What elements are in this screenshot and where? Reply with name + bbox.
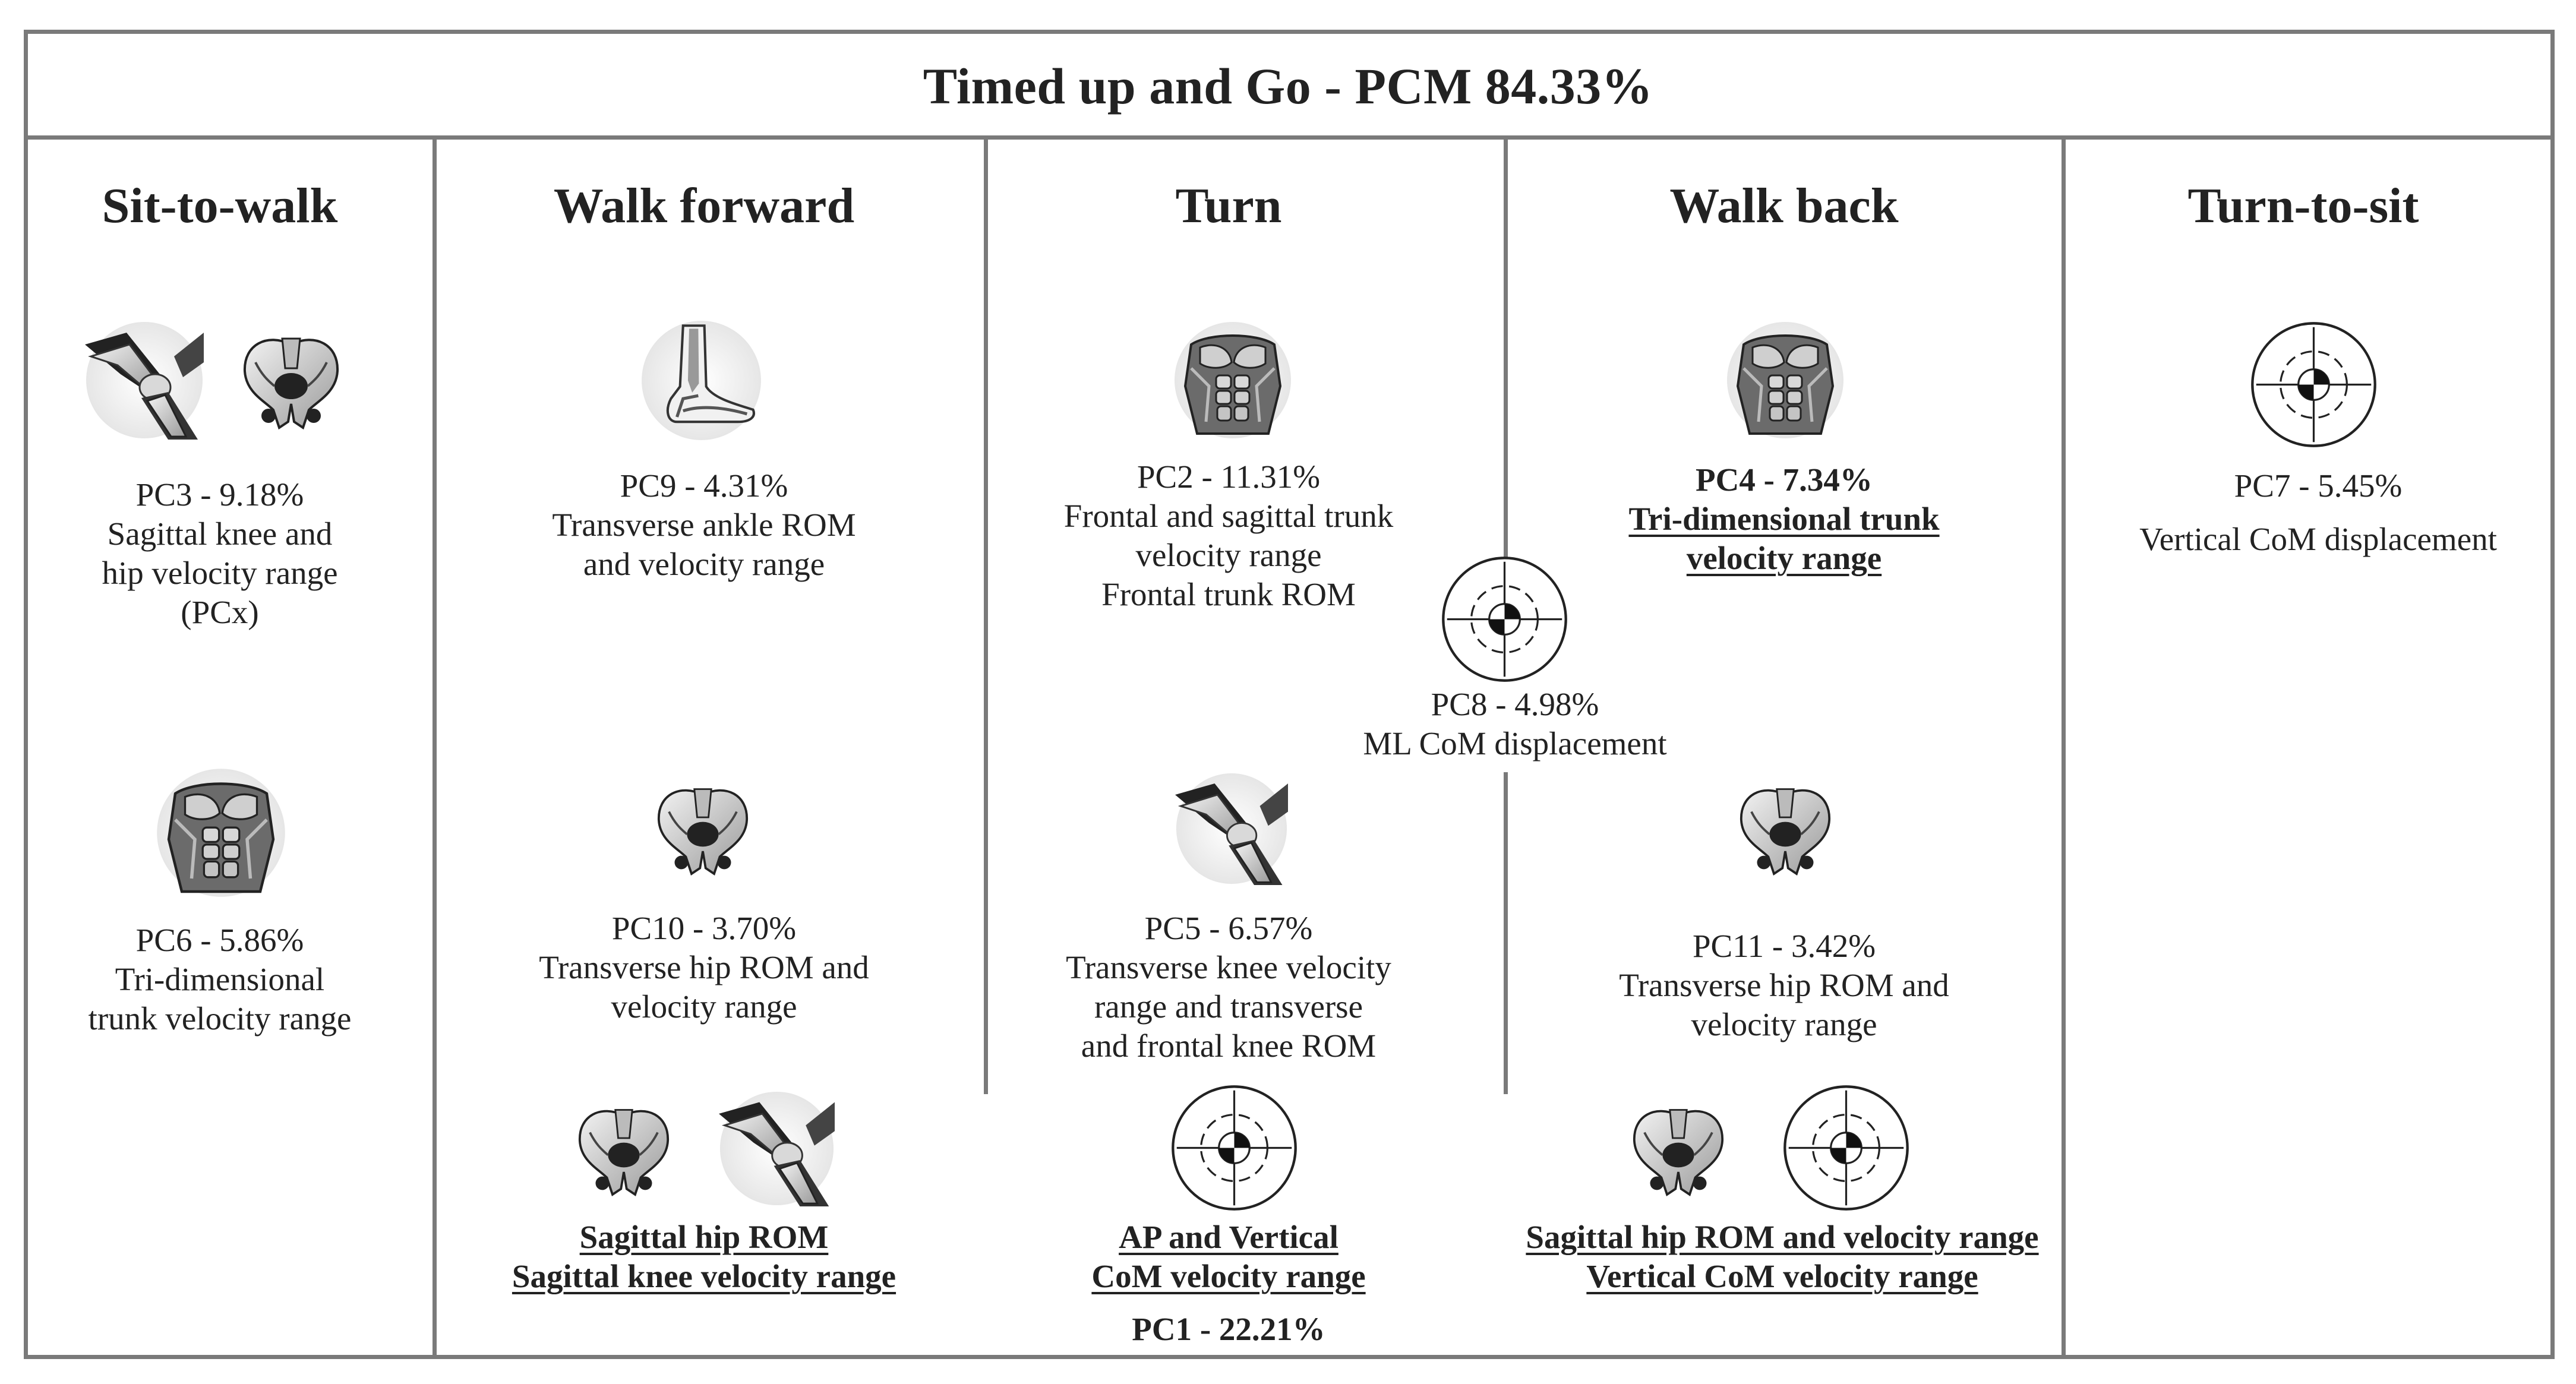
pc5-line2: range and transverse — [1094, 988, 1363, 1025]
pc11-head: PC11 - 3.42% — [1692, 928, 1876, 964]
pc6-line2: trunk velocity range — [88, 1000, 352, 1037]
pc7-head: PC7 - 5.45% — [2234, 467, 2403, 504]
divider-1 — [433, 138, 437, 1357]
pc6-text: PC6 - 5.86% Tri-dimensional trunk veloci… — [27, 921, 413, 1038]
pc6-line1: Tri-dimensional — [115, 961, 325, 997]
pc8-text: PC8 - 4.98% ML CoM displacement — [1277, 685, 1753, 763]
pc2-line2: velocity range — [1135, 537, 1322, 573]
pc1-wb-line1: Sagittal hip ROM and velocity range — [1526, 1219, 2039, 1255]
phase-walk-back: Walk back — [1669, 178, 1899, 233]
pc11-text: PC11 - 3.42% Transverse hip ROM and velo… — [1508, 927, 2060, 1044]
knee-joint-icon — [85, 321, 204, 440]
pc8-line1: ML CoM displacement — [1363, 725, 1667, 761]
pc5-line1: Transverse knee velocity — [1066, 949, 1391, 985]
pc10-line2: velocity range — [611, 988, 797, 1025]
pc1-walk-forward-text: Sagittal hip ROM Sagittal knee velocity … — [437, 1218, 971, 1296]
pc2-text: PC2 - 11.31% Frontal and sagittal trunk … — [988, 457, 1469, 614]
pc1-wf-line2: Sagittal knee velocity range — [512, 1258, 896, 1294]
pc2-line3: Frontal trunk ROM — [1101, 576, 1356, 612]
pc6-head: PC6 - 5.86% — [135, 922, 304, 958]
pc8-head: PC8 - 4.98% — [1431, 686, 1599, 722]
divider-4 — [2062, 138, 2066, 1357]
phase-turn: Turn — [1175, 178, 1282, 233]
pc3-line1: Sagittal knee and — [107, 516, 333, 552]
phases-box — [24, 135, 2555, 1359]
pc2-line1: Frontal and sagittal trunk — [1063, 498, 1394, 534]
pc9-head: PC9 - 4.31% — [620, 467, 788, 504]
phase-turn-to-sit: Turn-to-sit — [2187, 178, 2419, 233]
pc4-line1: Tri-dimensional trunk — [1628, 501, 1940, 537]
pc2-head: PC2 - 11.31% — [1137, 459, 1321, 495]
pc10-text: PC10 - 3.70% Transverse hip ROM and velo… — [437, 909, 971, 1026]
center-of-mass-target-icon — [1170, 1084, 1298, 1212]
pelvis-hip-icon — [646, 772, 759, 885]
pc1-walk-back-text: Sagittal hip ROM and velocity range Vert… — [1485, 1218, 2079, 1296]
pc1-wb-line2: Vertical CoM velocity range — [1586, 1258, 1978, 1294]
pc5-line3: and frontal knee ROM — [1081, 1028, 1377, 1064]
pc9-text: PC9 - 4.31% Transverse ankle ROM and vel… — [437, 466, 971, 584]
phase-sit-to-walk: Sit-to-walk — [102, 178, 338, 233]
torso-trunk-icon — [1720, 321, 1851, 440]
pc4-line2: velocity range — [1686, 540, 1882, 576]
knee-joint-icon — [1175, 772, 1288, 885]
center-of-mass-target-icon — [2250, 321, 2378, 448]
pc5-text: PC5 - 6.57% Transverse knee velocity ran… — [988, 909, 1469, 1066]
pc3-head: PC3 - 9.18% — [135, 476, 304, 513]
pc9-line1: Transverse ankle ROM — [552, 507, 856, 543]
pc4-text: PC4 - 7.34% Tri-dimensional trunk veloci… — [1508, 460, 2060, 578]
pc10-line1: Transverse hip ROM and — [539, 949, 869, 985]
divider-3 — [1504, 138, 1508, 595]
pc1-turn-line1: AP and Vertical — [1119, 1219, 1338, 1255]
pc10-head: PC10 - 3.70% — [611, 910, 797, 946]
pc1-turn-text: AP and Vertical CoM velocity range — [988, 1218, 1469, 1296]
pc3-text: PC3 - 9.18% Sagittal knee and hip veloci… — [27, 475, 413, 632]
pc11-line1: Transverse hip ROM and — [1619, 967, 1949, 1003]
foot-ankle-icon — [640, 320, 762, 441]
pc3-line3: (PCx) — [181, 594, 259, 630]
pc7-text: PC7 - 5.45% Vertical CoM displacement — [2066, 466, 2571, 559]
pelvis-hip-icon — [1622, 1093, 1735, 1206]
center-of-mass-target-icon — [1782, 1084, 1910, 1212]
knee-joint-icon — [719, 1091, 835, 1206]
pc1-wf-line1: Sagittal hip ROM — [579, 1219, 829, 1255]
pc11-line2: velocity range — [1691, 1006, 1877, 1042]
torso-trunk-icon — [1167, 321, 1298, 440]
pc5-head: PC5 - 6.57% — [1144, 910, 1313, 946]
torso-trunk-icon — [156, 767, 286, 898]
pc3-line2: hip velocity range — [102, 555, 338, 591]
pc1-turn-line2: CoM velocity range — [1091, 1258, 1366, 1294]
pelvis-hip-icon — [232, 321, 351, 440]
divider-2 — [984, 138, 988, 1094]
pc4-head: PC4 - 7.34% — [1696, 462, 1873, 498]
pc7-line1: Vertical CoM displacement — [2139, 521, 2497, 557]
pc9-line2: and velocity range — [583, 546, 825, 582]
phase-walk-forward: Walk forward — [553, 178, 855, 233]
pelvis-hip-icon — [1729, 772, 1842, 885]
pc1-head: PC1 - 22.21% — [1132, 1311, 1325, 1347]
diagram-title: Timed up and Go - PCM 84.33% — [923, 58, 1653, 115]
pelvis-hip-icon — [567, 1093, 680, 1206]
divider-3b — [1504, 772, 1508, 1094]
